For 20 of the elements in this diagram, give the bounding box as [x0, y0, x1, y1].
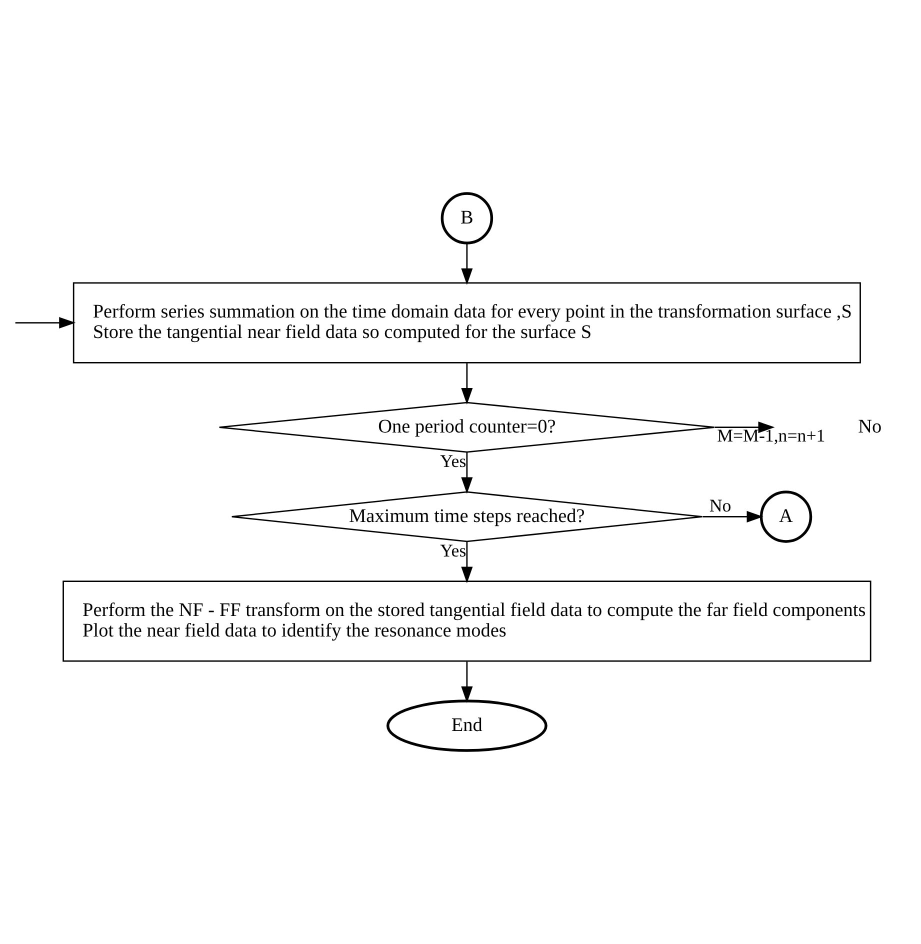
arrow [702, 510, 764, 522]
node-circle: B [440, 192, 494, 244]
edge-label: M=M-1,n=n+1 [717, 426, 826, 446]
edge-label: No [709, 496, 732, 516]
node-diamond: One period counter=0? [218, 402, 716, 453]
node-box: Perform the NF - FF transform on the stored tangential field data to compute the far field components Plot the near field data to identify the resonance modes [62, 580, 872, 662]
arrow [461, 662, 473, 703]
arrow [15, 317, 76, 329]
arrow [461, 542, 473, 584]
arrow [461, 452, 473, 494]
edge-label: Yes [440, 451, 466, 472]
node-ellipse: End [386, 700, 548, 752]
node-box: Perform series summation on the time domain data for every point in the transformation surface ,S Store the tangential near field data so computed for the surface S [72, 282, 861, 364]
label: No [858, 416, 882, 438]
arrow [714, 422, 775, 434]
arrow [461, 243, 473, 285]
arrow [461, 363, 473, 405]
node-diamond: Maximum time steps reached? [231, 491, 703, 542]
node-circle: A [760, 490, 812, 543]
edge-label: Yes [440, 540, 466, 560]
